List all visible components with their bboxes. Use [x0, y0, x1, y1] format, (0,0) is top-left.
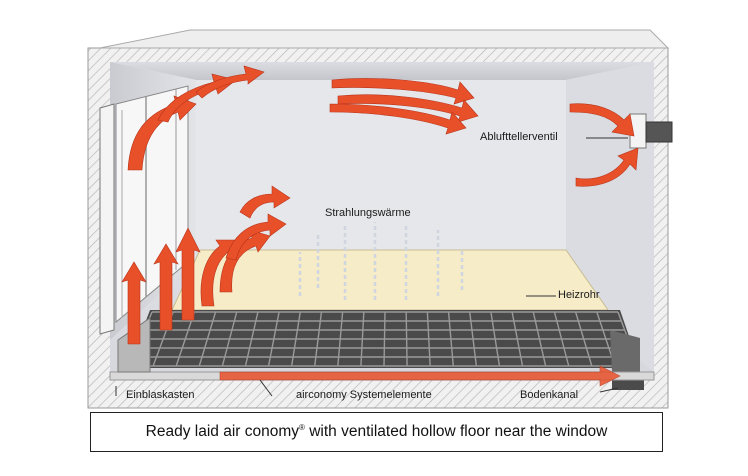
caption-box: Ready laid air conomy® with ventilated h… [90, 412, 663, 452]
caption-text: Ready laid air conomy® with ventilated h… [146, 423, 608, 441]
floor-channel [610, 330, 644, 390]
label-inlet-box: Einblaskasten [126, 389, 195, 401]
label-exhaust-valve: Ablufttellerventil [480, 131, 558, 143]
label-radiant-heat: Strahlungswärme [325, 207, 411, 219]
caption-text-before: Ready laid air conomy [145, 423, 300, 441]
radiant-heat-arrows [298, 222, 464, 300]
caption-registered-mark: ® [299, 422, 305, 432]
label-leader-lines [115, 137, 628, 397]
exhaust-valve [629, 113, 673, 149]
system-element-grid [128, 310, 640, 368]
label-floor-channel: Bodenkanal [520, 389, 579, 401]
caption-text-after: with ventilated hollow floor near the wi… [304, 423, 608, 441]
label-heating-pipe: Heizrohr [558, 289, 600, 301]
air-flow-arrows [121, 65, 639, 387]
label-system-elements: airconomy Systemelemente [296, 389, 432, 401]
